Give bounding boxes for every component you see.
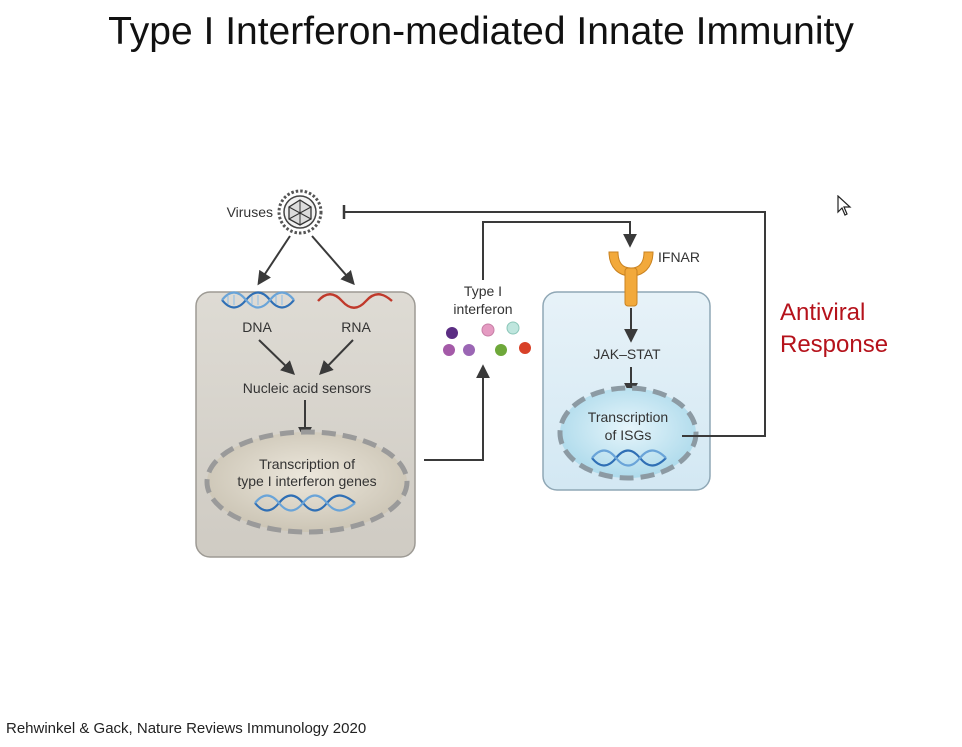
infected-nucleus-label-2: type I interferon genes [237, 473, 376, 489]
ifn-gene-dna-icon [254, 494, 356, 512]
target-nucleus-label-1: Transcription [588, 409, 668, 425]
ifn-dot [495, 344, 507, 356]
arrow-ifn-to-ifnar [482, 221, 637, 280]
dna-icon [221, 291, 295, 309]
ifn-dot [446, 327, 458, 339]
dna-label: DNA [242, 319, 272, 335]
arrow-virus-to-dna [257, 235, 291, 286]
virus-label: Viruses [227, 204, 273, 220]
ifnar-label: IFNAR [658, 249, 700, 265]
infected-nucleus-label-1: Transcription of [259, 456, 355, 472]
virus-icon [277, 189, 323, 235]
ifn-label-2: interferon [453, 301, 512, 317]
antiviral-inhibition-line [344, 211, 766, 437]
arrow-dna-to-sensors [258, 339, 296, 375]
ifn-dot [519, 342, 531, 354]
antiviral-line-2: Response [780, 331, 889, 358]
ifn-dot [463, 344, 475, 356]
infected-nucleus [204, 429, 410, 535]
mouse-pointer-icon [837, 195, 852, 216]
rna-icon [317, 293, 393, 309]
target-nucleus-label-2: of ISGs [605, 427, 652, 443]
sensors-label: Nucleic acid sensors [243, 380, 371, 396]
ifn-molecules [443, 321, 531, 356]
isg-dna-icon [591, 449, 667, 467]
arrow-virus-to-rna [311, 235, 355, 286]
citation: Rehwinkel & Gack, Nature Reviews Immunol… [6, 720, 367, 737]
jak-stat-label: JAK–STAT [593, 346, 661, 362]
ifn-dot [481, 323, 495, 337]
slide-title: Type I Interferon-mediated Innate Immuni… [108, 10, 854, 53]
arrow-nucleus-to-ifn [424, 364, 490, 461]
antiviral-response-label: Antiviral Response [780, 297, 888, 361]
ifn-dot [506, 321, 520, 335]
arrow-rna-to-sensors [319, 339, 354, 376]
ifn-label-1: Type I [464, 283, 502, 299]
ifnar-receptor-icon [608, 251, 654, 307]
rna-label: RNA [341, 319, 371, 335]
antiviral-line-1: Antiviral [780, 299, 866, 326]
ifn-dot [443, 344, 455, 356]
